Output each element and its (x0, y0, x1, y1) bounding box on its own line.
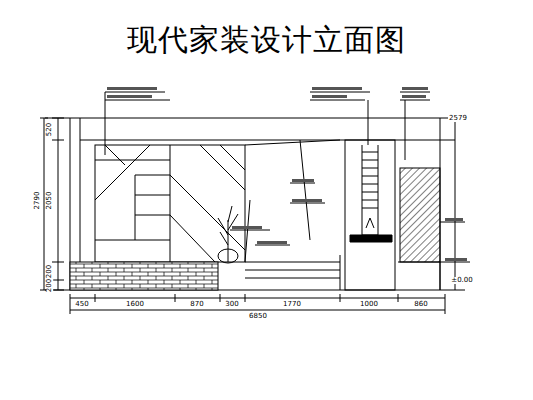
dimension-label: 1600 (125, 301, 145, 308)
dimension-label: 1770 (282, 301, 302, 308)
drawing-title: 现代家装设计立面图 (127, 20, 406, 61)
dimension-label: 1000 (359, 301, 379, 308)
dimension-label: 2579 (448, 115, 468, 122)
dimension-label: ±0.00 (450, 277, 473, 284)
dimension-label: 200 (47, 277, 54, 292)
dimension-label: 520 (47, 121, 54, 136)
dimension-label: 450 (74, 301, 89, 308)
dimension-label: 2050 (46, 190, 53, 210)
dimension-label: 200 (47, 263, 54, 278)
dimension-label: 300 (224, 301, 239, 308)
dimension-label: 870 (189, 301, 204, 308)
dimension-label: 860 (413, 301, 428, 308)
dimension-label: 6850 (248, 313, 268, 320)
dimension-label: 2790 (34, 190, 41, 210)
